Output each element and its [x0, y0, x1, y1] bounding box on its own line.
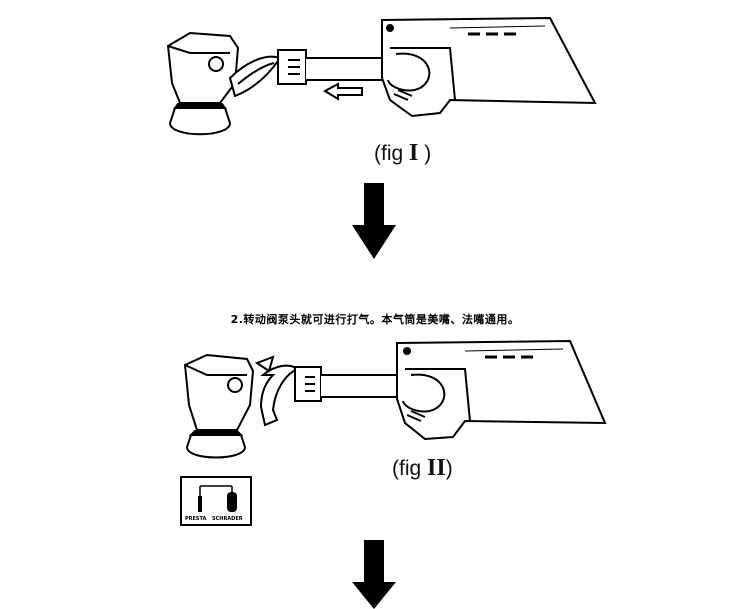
pump-barrel [381, 16, 597, 118]
chuck [185, 434, 247, 459]
rotation-arrow [259, 364, 299, 427]
valve-selector-diagram: PRESTA SCHRADER [180, 476, 252, 526]
direction-arrow [322, 82, 363, 101]
pump-illustration-fig1 [166, 16, 597, 136]
fig2-label-number: II [427, 455, 446, 481]
valve-slots-icon [198, 485, 237, 512]
pump-head [166, 31, 240, 104]
presta-label: PRESTA [185, 516, 207, 522]
pump-illustration-fig2 [183, 339, 607, 459]
step-instruction-text: 2.转动阀泵头就可进行打气。本气筒是美嘴、法嘴通用。 [230, 313, 520, 326]
fig1-label-number: I [409, 140, 419, 166]
fig1-label: (fig I ) [374, 140, 431, 167]
down-arrow-icon [352, 540, 396, 609]
chuck [168, 107, 232, 136]
fig2-label-prefix: (fig [392, 457, 428, 480]
fig2-label-suffix: ) [445, 457, 453, 480]
fig2-label: (fig II) [392, 455, 453, 482]
schrader-label: SCHRADER [212, 516, 243, 522]
fig1-label-suffix: ) [418, 142, 432, 165]
pump-barrel [396, 339, 607, 441]
down-arrow-icon [352, 183, 396, 259]
pump-head [183, 353, 255, 431]
fig1-label-prefix: (fig [374, 142, 410, 165]
